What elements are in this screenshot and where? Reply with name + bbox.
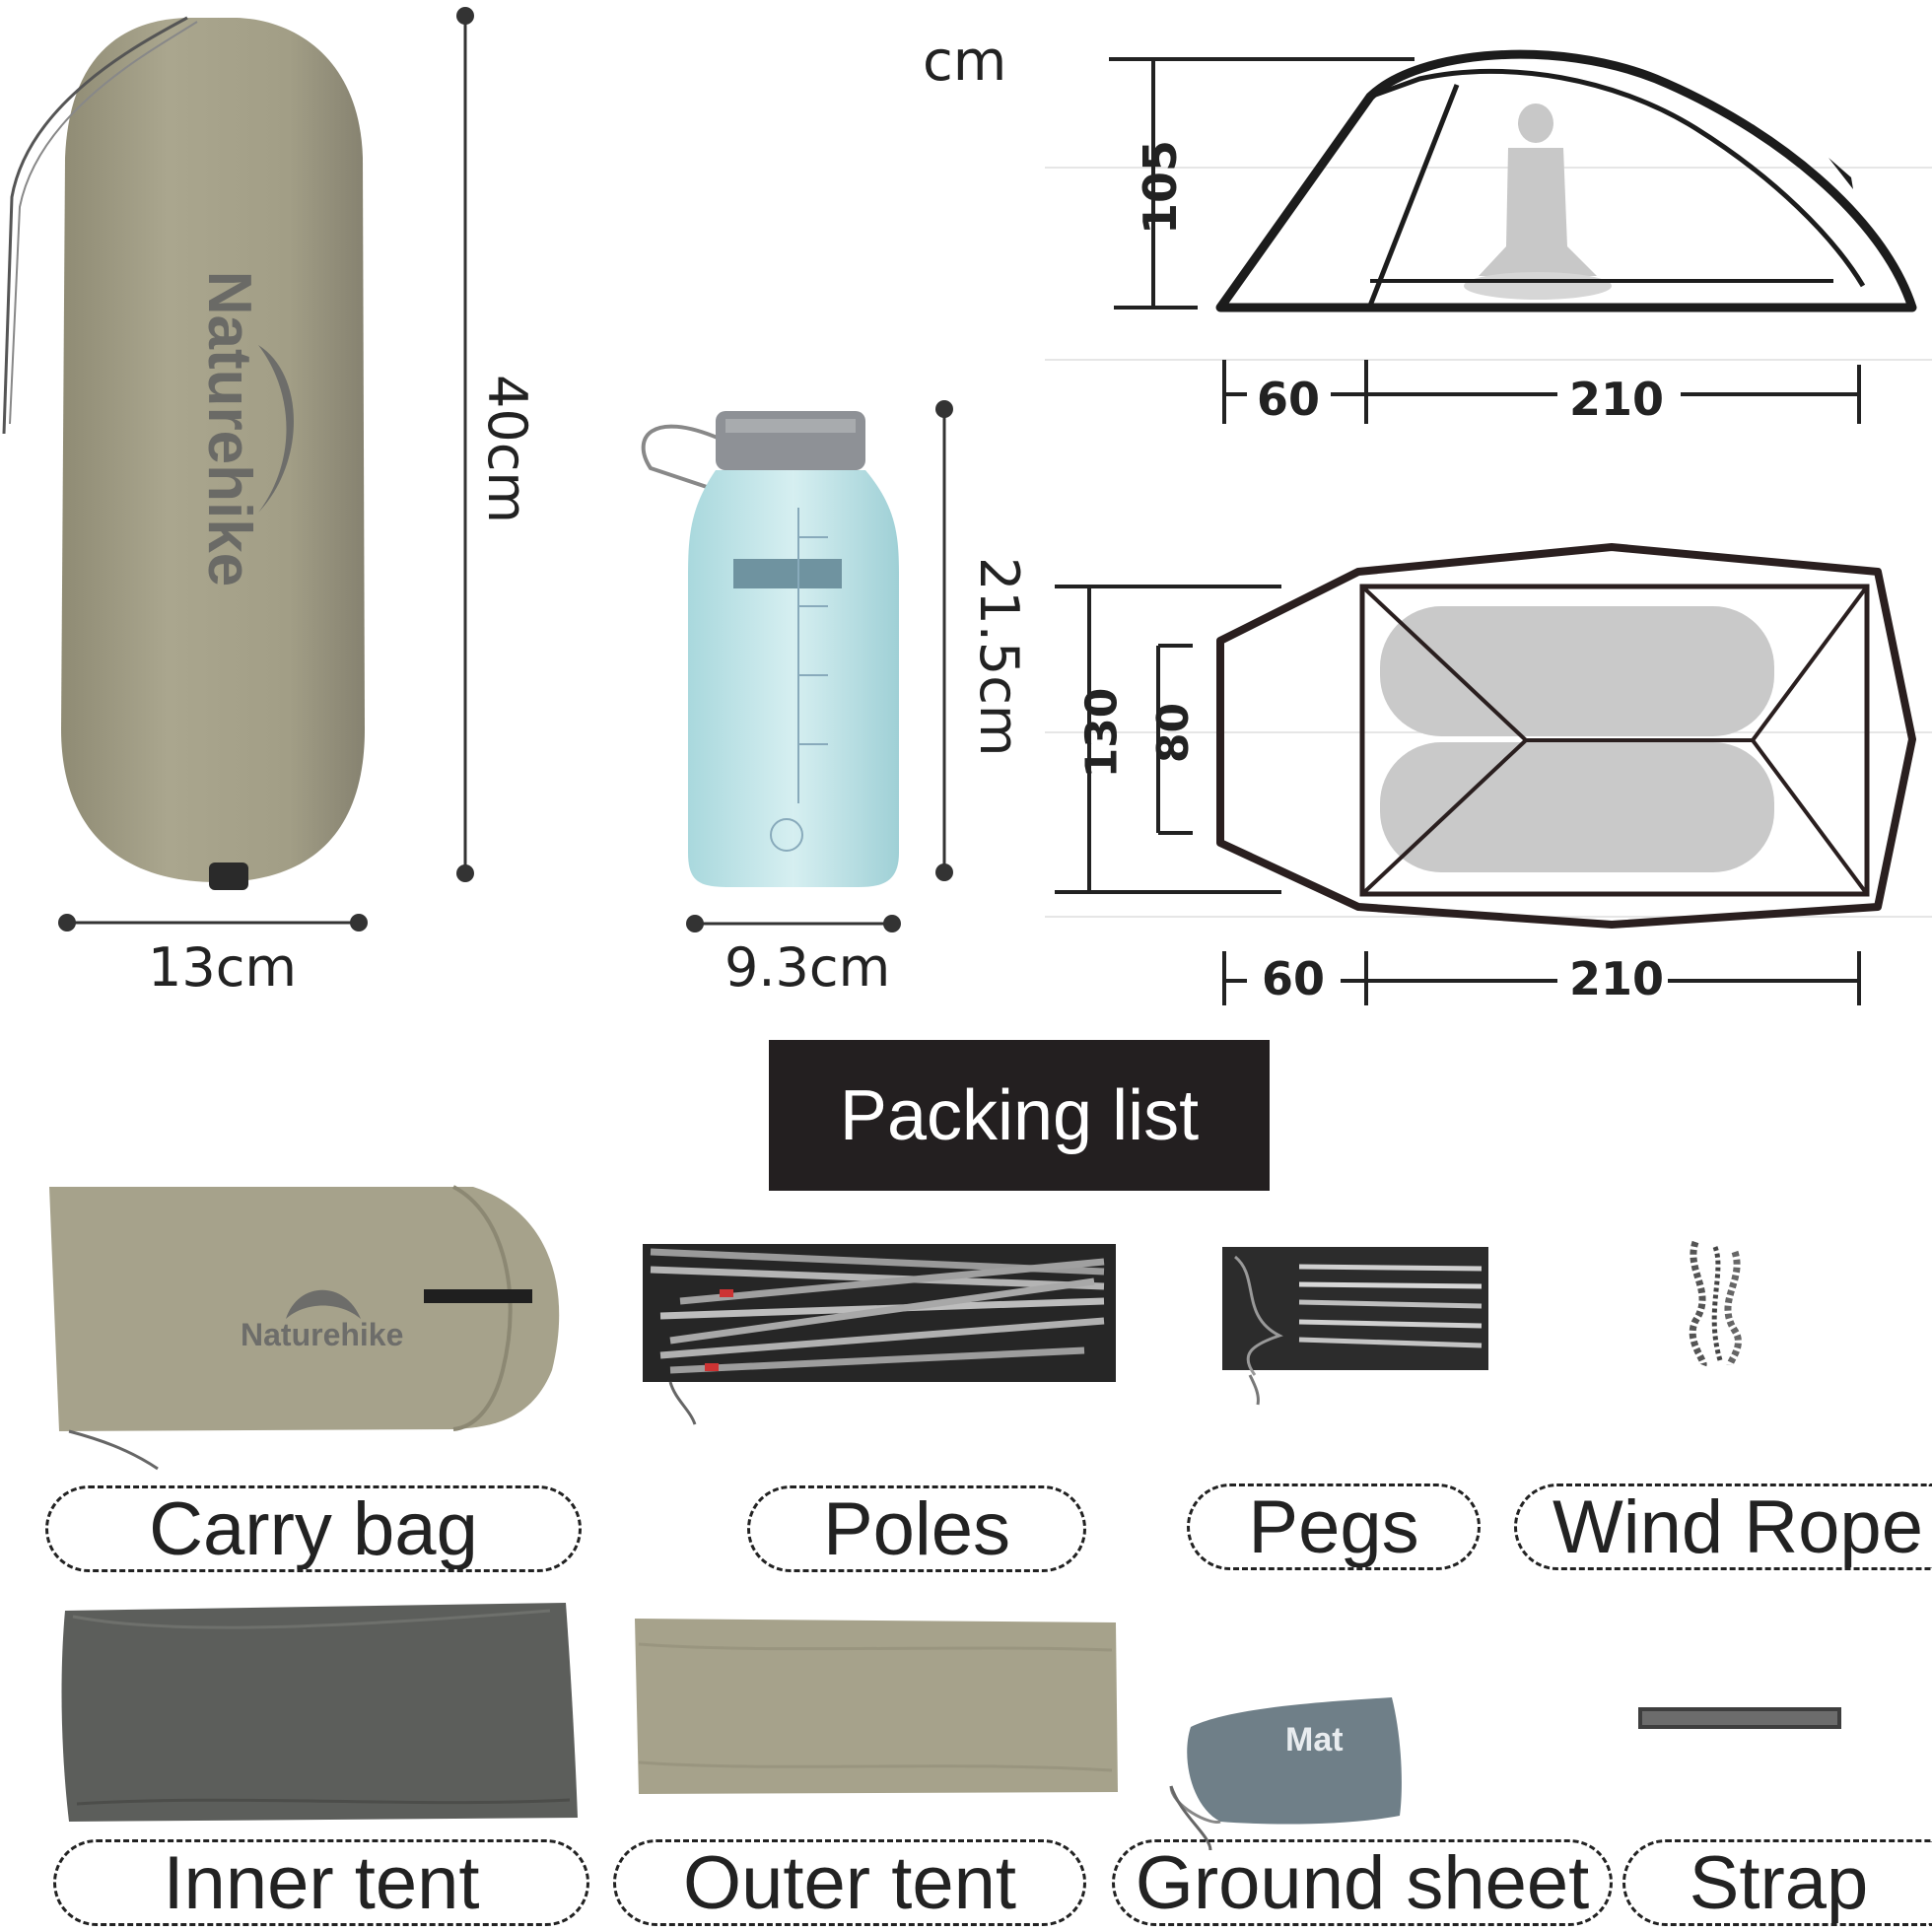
outer-tent-label: Outer tent [613, 1839, 1086, 1926]
wind-rope-image [1689, 1240, 1742, 1367]
sack-brand-logo: Naturehike [195, 270, 263, 587]
bottle-width-line [686, 915, 901, 932]
strap-label: Strap [1622, 1839, 1932, 1926]
bag-height-line [456, 7, 474, 882]
tent-height-label: 105 [1134, 139, 1187, 236]
carry-bag-image [49, 1185, 560, 1471]
strap-image [1638, 1707, 1841, 1729]
tent-side-view-diagram [1045, 49, 1932, 424]
stuff-sack-image [2, 16, 365, 890]
side-length-label: 210 [1569, 373, 1665, 426]
pegs-image [1222, 1247, 1488, 1406]
unit-label: cm [923, 30, 1007, 94]
outer-tent-image [635, 1619, 1118, 1794]
side-vestibule-label: 60 [1257, 373, 1321, 426]
poles-label: Poles [747, 1485, 1086, 1572]
carry-bag-label: Carry bag [45, 1485, 582, 1572]
ground-sheet-label: Ground sheet [1112, 1839, 1613, 1926]
inner-tent-image [61, 1603, 578, 1822]
bottle-width-label: 9.3cm [724, 936, 891, 999]
floor-width-total-label: 130 [1076, 687, 1128, 779]
floor-width-inner-label: 80 [1148, 702, 1200, 764]
bag-width-label: 13cm [148, 936, 298, 999]
bag-height-label: 40cm [476, 375, 538, 524]
bag-width-line [58, 914, 368, 932]
poles-image [643, 1244, 1116, 1425]
floor-length-label: 210 [1569, 952, 1665, 1005]
bottle-height-label: 21.5cm [968, 557, 1030, 757]
packing-list-title: Packing list [769, 1040, 1270, 1191]
pegs-label: Pegs [1187, 1484, 1481, 1570]
water-bottle-image [641, 411, 899, 887]
bottle-height-line [935, 400, 953, 881]
wind-rope-label: Wind Rope [1514, 1484, 1932, 1570]
floor-vestibule-label: 60 [1262, 952, 1326, 1005]
ground-sheet-image [1169, 1697, 1402, 1851]
tent-floor-plan-diagram [1045, 543, 1932, 1005]
ground-sheet-mat-label: Mat [1285, 1721, 1344, 1759]
inner-tent-label: Inner tent [53, 1839, 589, 1926]
carry-bag-brand: Naturehike [241, 1317, 404, 1352]
